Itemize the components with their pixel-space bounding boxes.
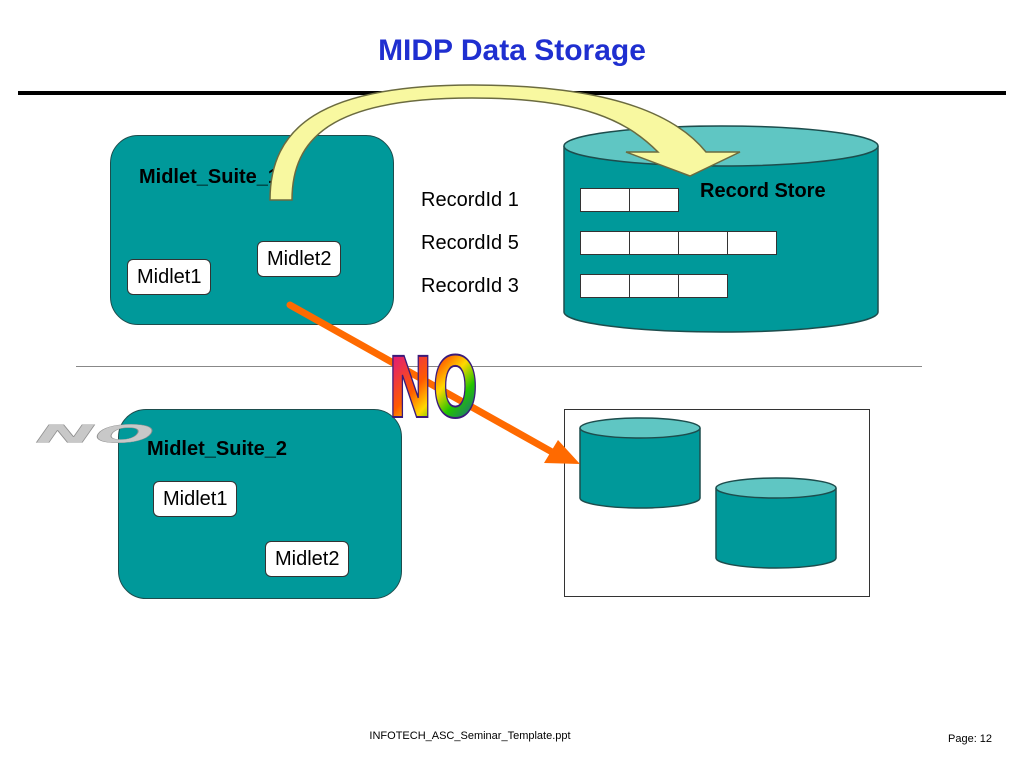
suite-1-midlet2: Midlet2 xyxy=(257,241,342,277)
record-cells-1 xyxy=(580,188,679,212)
record-cells-3 xyxy=(580,274,728,298)
section-divider xyxy=(76,366,922,367)
record-cells-5 xyxy=(580,231,777,255)
footer-page-number: Page: 12 xyxy=(948,733,993,745)
record-label-1: RecordId 1 xyxy=(421,189,519,211)
suite-2-midlet2: Midlet2 xyxy=(265,541,350,577)
curved-arrow xyxy=(269,84,741,201)
record-label-3: RecordId 3 xyxy=(421,275,519,297)
store-cylinder-b xyxy=(715,477,837,569)
slide-title: MIDP Data Storage xyxy=(378,34,646,67)
suite-1-midlet1: Midlet1 xyxy=(127,259,212,295)
record-label-5: RecordId 5 xyxy=(421,232,519,254)
suite-2-label: Midlet_Suite_2 xyxy=(147,438,288,460)
no-shadow: NO xyxy=(26,420,164,449)
no-text: NO xyxy=(388,339,478,437)
no-wordart: NO NO xyxy=(26,338,479,449)
footer-filename: INFOTECH_ASC_Seminar_Template.ppt xyxy=(369,730,571,742)
midlet-suite-1: Midlet_Suite_1 Midlet2 Midlet1 xyxy=(110,135,394,325)
suite-2-midlet1: Midlet1 xyxy=(153,481,238,517)
store-cylinder-a xyxy=(579,417,701,509)
orange-arrow xyxy=(286,301,580,464)
midlet-suite-2: Midlet_Suite_2 Midlet1 Midlet2 xyxy=(118,409,402,599)
record-store-label: Record Store xyxy=(700,180,826,202)
suite-1-label: Midlet_Suite_1 xyxy=(139,166,280,188)
